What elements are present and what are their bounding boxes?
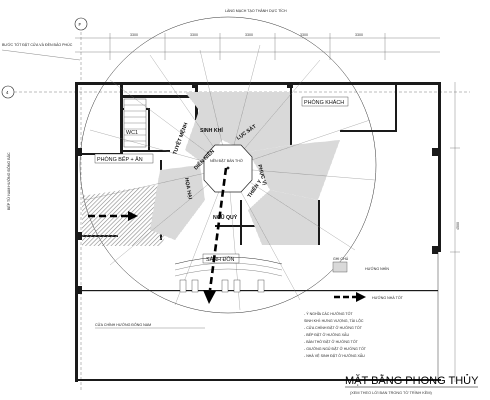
left-note-2: BẾP TỬ NAM HƯỚNG ĐÔNG BẮC bbox=[6, 152, 11, 210]
direction-arrows bbox=[88, 167, 228, 304]
grid-marker-f bbox=[74, 17, 88, 31]
note-4: - BẾP ĐẶT Ở HƯỚNG XẤU bbox=[304, 332, 349, 337]
bottom-note: CỬA CHÍNH HƯỚNG ĐÔNG NAM bbox=[95, 322, 151, 327]
center-label: NÊN ĐẶT BÀN THỜ bbox=[210, 158, 243, 163]
direction-phuc-vi: PHỤC VỊ bbox=[256, 164, 267, 186]
note-6: - GIƯỜNG NGỦ ĐẶT Ở HƯỚNG TỐT bbox=[304, 346, 367, 351]
svg-text:3300: 3300 bbox=[245, 33, 253, 37]
note-5: - BÀN THỜ ĐẶT Ở HƯỚNG TỐT bbox=[304, 339, 359, 344]
note-2: SINH KHÍ: HƯNG VƯỢNG, TÀI LỘC bbox=[304, 318, 364, 323]
grid-label-4: 4 bbox=[6, 90, 9, 95]
legend: GHI CHÚ HƯỚNG NHÌN HƯỚNG NHÀ TỐT bbox=[332, 256, 404, 302]
svg-text:4500: 4500 bbox=[456, 222, 460, 230]
top-dimensions: 3300 3300 3300 3300 3300 bbox=[75, 33, 440, 60]
grid-label-f: F bbox=[79, 22, 82, 27]
legend-item-1: HƯỚNG NHÌN bbox=[365, 266, 389, 271]
direction-ngu-quy: NGŨ QUỶ bbox=[213, 214, 238, 221]
note-3: - CỬA CHÍNH ĐẶT Ở HƯỚNG TỐT bbox=[304, 325, 363, 330]
svg-text:3300: 3300 bbox=[190, 33, 198, 37]
note-1: - Ý NGHĨA CÁC HƯỚNG TỐT bbox=[304, 311, 353, 316]
page-subtitle: (XEM THEO LỚI BAN TRONG TỜ TRÌNH KÈM) bbox=[350, 390, 432, 395]
svg-text:3300: 3300 bbox=[300, 33, 308, 37]
staircase bbox=[123, 98, 147, 148]
bagua-circle bbox=[79, 16, 377, 314]
page-title: MẶT BẰNG PHONG THỦY bbox=[345, 374, 479, 387]
columns bbox=[76, 82, 438, 294]
room-sanh-don: SẢNH ĐÓN bbox=[206, 256, 235, 263]
entrance-steps bbox=[174, 256, 283, 293]
top-note: LÀNG MẠCH TẠO THÀNH DỰC TÍCH bbox=[225, 9, 287, 13]
room-phong-khach: PHÒNG KHÁCH bbox=[304, 99, 344, 106]
left-note-1: BƯỚC TỐT ĐẶT CỬA VÀ ĐÈN BẢO PHÚC bbox=[2, 42, 73, 47]
note-7: - NHÀ VỆ SINH ĐẶT Ở HƯỚNG XẤU bbox=[304, 353, 365, 358]
direction-hoa-hai: HỌA HẠI bbox=[183, 177, 193, 200]
legend-item-2: HƯỚNG NHÀ TỐT bbox=[372, 295, 404, 300]
room-phong-bep-an: PHÒNG BẾP + ĂN bbox=[97, 156, 143, 163]
legend-swatch bbox=[332, 261, 348, 273]
notes-block: - Ý NGHĨA CÁC HƯỚNG TỐT SINH KHÍ: HƯNG V… bbox=[304, 311, 367, 358]
direction-sinh-khi: SINH KHÍ bbox=[200, 126, 223, 134]
fan-segments bbox=[150, 92, 340, 245]
legend-box-label: GHI CHÚ bbox=[333, 256, 349, 261]
grid-marker-4 bbox=[1, 85, 15, 99]
room-wc: WC1 bbox=[126, 130, 138, 136]
svg-text:3300: 3300 bbox=[355, 33, 363, 37]
svg-text:3300: 3300 bbox=[130, 33, 138, 37]
